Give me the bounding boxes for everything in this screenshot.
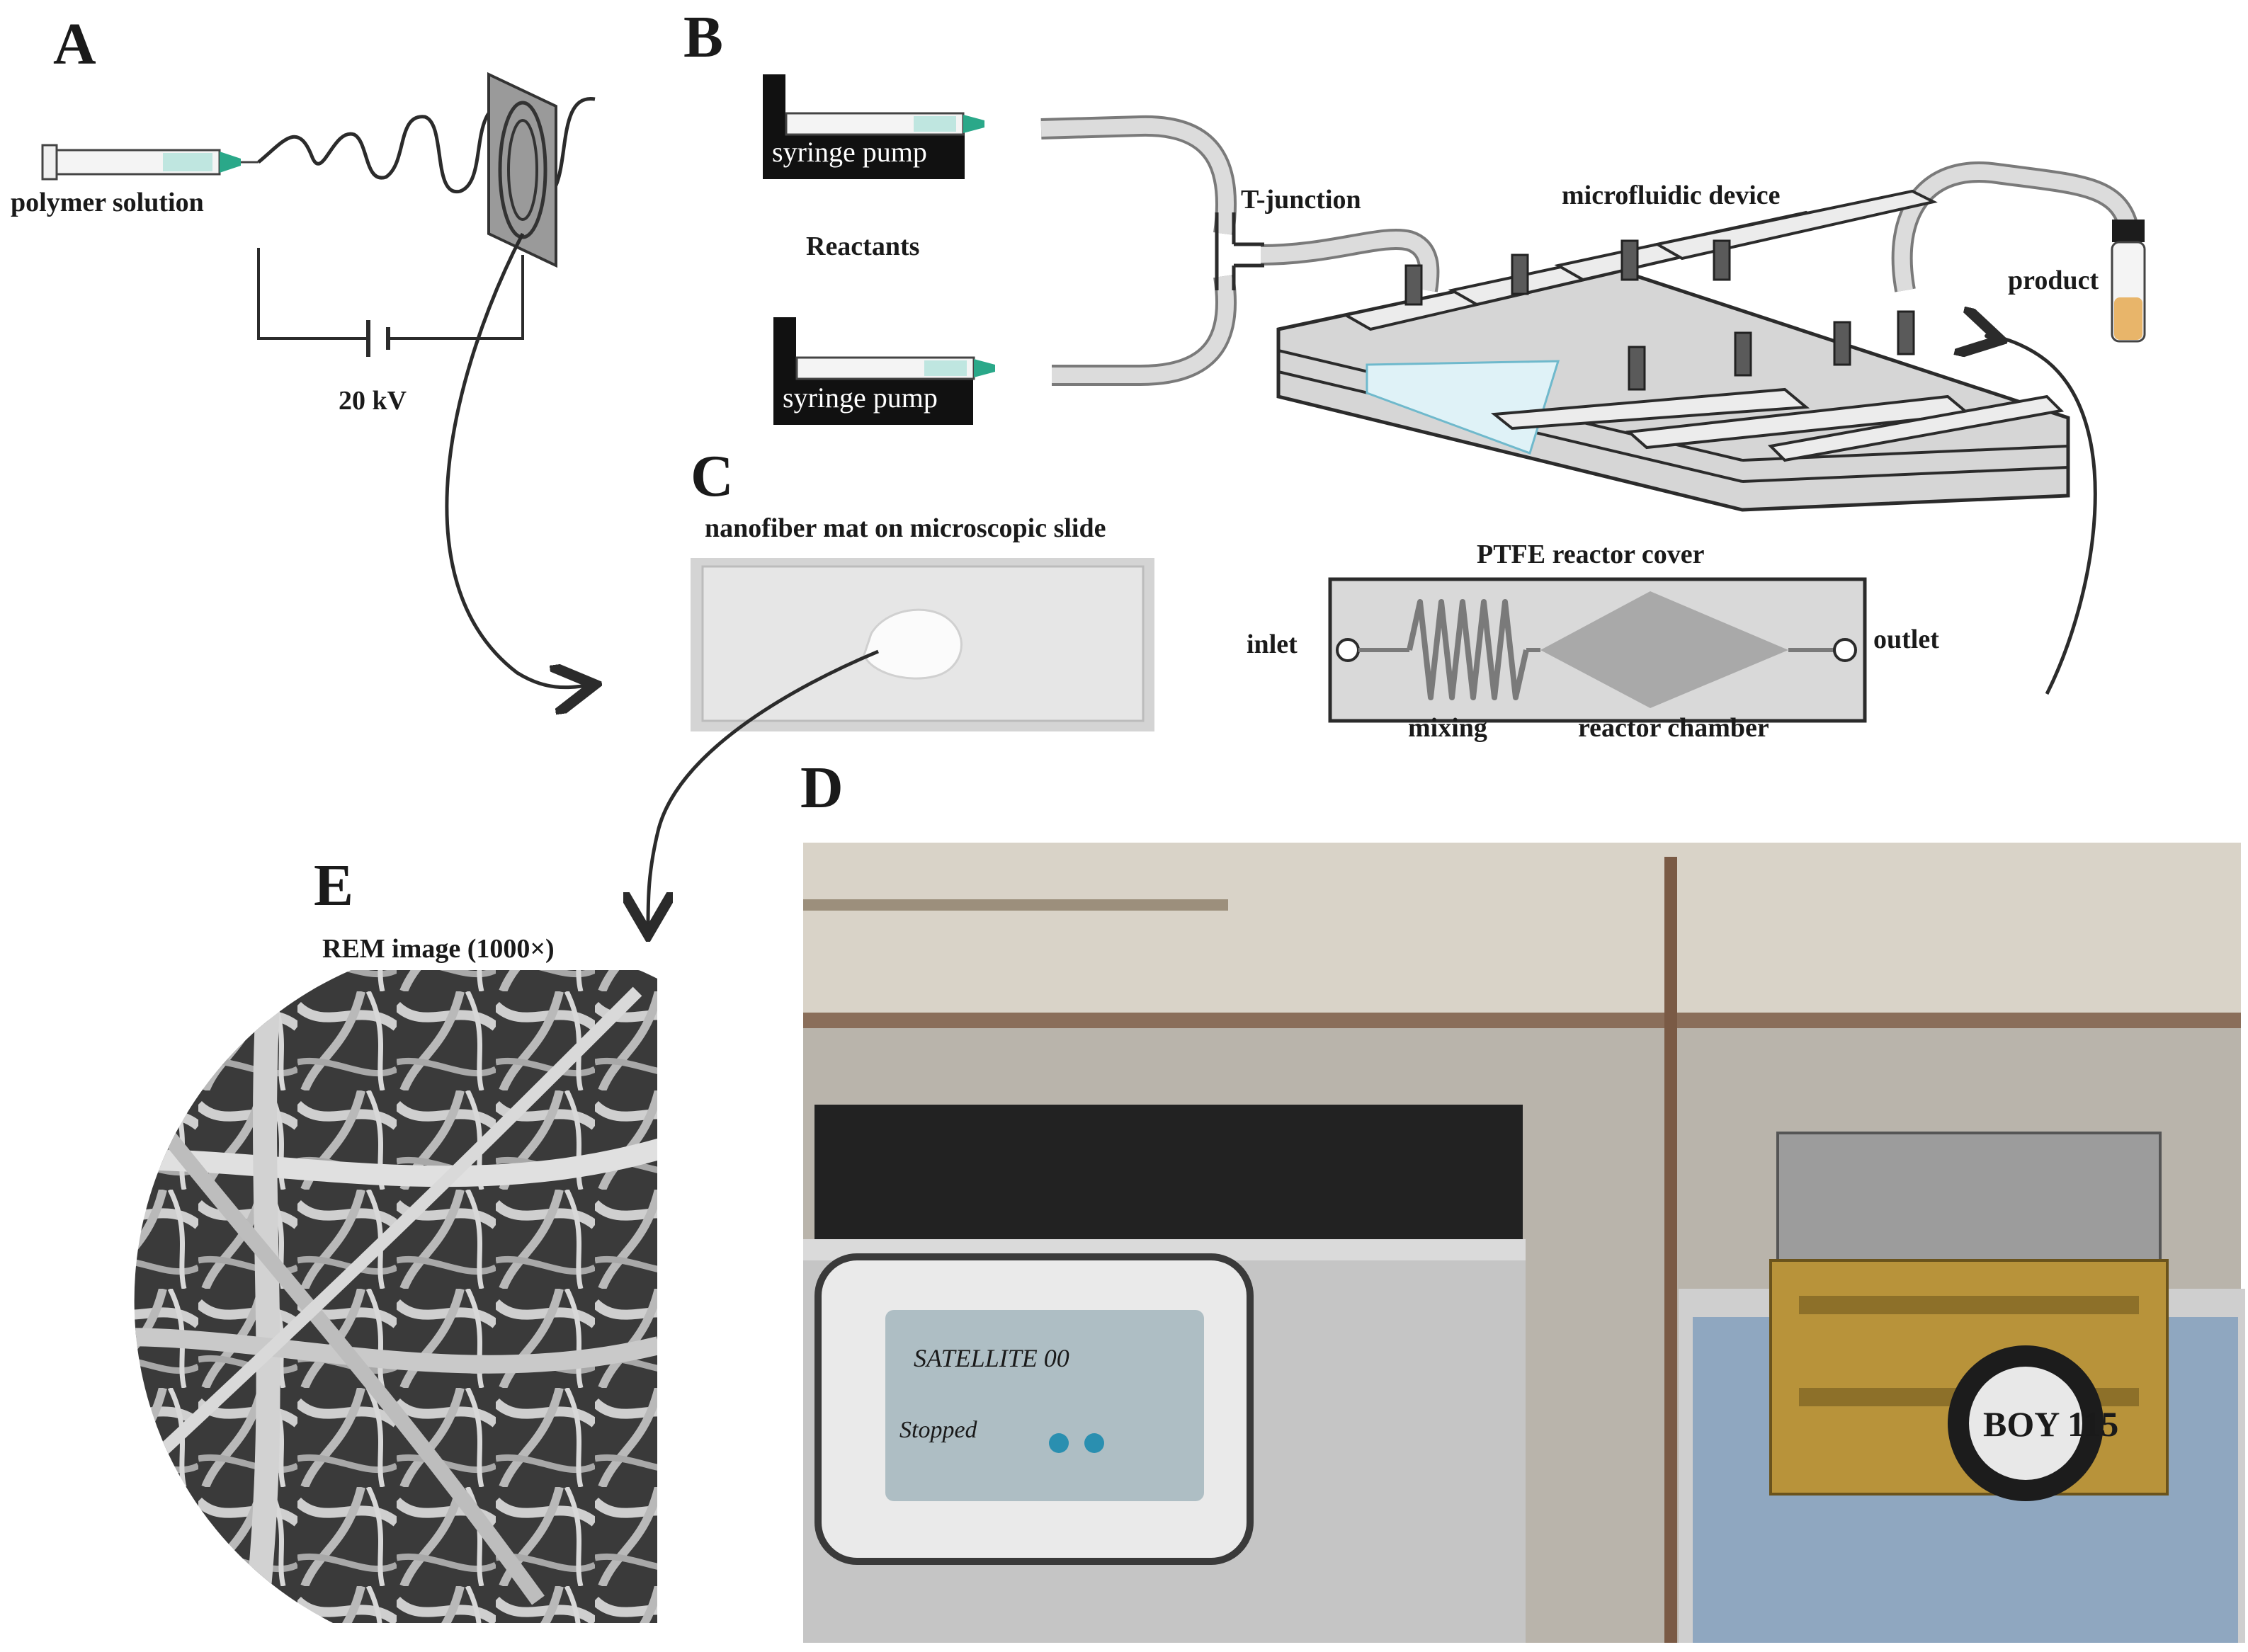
t-junction-label: T-junction: [1241, 185, 1361, 215]
arrow-to-product: [1987, 336, 2097, 695]
voltage-circuit: [257, 248, 524, 357]
panel-b: B syringe pump syringe pump Reactants: [683, 4, 2146, 743]
panel-d-letter: D: [800, 755, 844, 821]
sem-image: [134, 970, 658, 1623]
panel-a: A polymer solution 20 kV: [11, 11, 595, 688]
arrow-a-to-c: [445, 232, 588, 688]
inlet-label: inlet: [1247, 630, 1298, 659]
panel-e: E REM image (1000×): [134, 853, 658, 1623]
slide-label: nanofiber mat on microscopic slide: [705, 513, 1106, 543]
product-vial: [2111, 220, 2146, 343]
ptfe-cover-label: PTFE reactor cover: [1477, 540, 1705, 569]
arrow-c-to-e: [648, 649, 879, 928]
panel-d: D SATELLITE 00 Stopped BOY 115: [800, 755, 2245, 1643]
syringe-pump-top-label: syringe pump: [772, 136, 927, 168]
panel-a-letter: A: [53, 11, 96, 77]
reactor-schematic: [1328, 577, 1867, 723]
polymer-solution-label: polymer solution: [11, 188, 204, 217]
pump-screen-status: Stopped: [899, 1417, 978, 1443]
sem-image-label: REM image (1000×): [322, 934, 555, 964]
t-junction: [1215, 212, 1264, 290]
panel-c-letter: C: [691, 443, 734, 509]
panel-e-letter: E: [314, 853, 353, 918]
mixing-label: mixing: [1408, 713, 1487, 743]
product-label: product: [2008, 266, 2099, 295]
syringe-pump-top: syringe pump: [763, 74, 984, 179]
panel-b-letter: B: [683, 4, 723, 70]
syringe-pump-bottom: syringe pump: [773, 317, 995, 425]
pump-screen-title: SATELLITE 00: [914, 1344, 1069, 1372]
microfluidic-device: [1276, 189, 2070, 512]
lab-setup-photo: SATELLITE 00 Stopped BOY 115: [803, 843, 2245, 1643]
box-label: BOY 115: [1983, 1404, 2118, 1444]
microfluidic-device-label: microfluidic device: [1562, 181, 1781, 210]
reactants-label: Reactants: [806, 232, 919, 261]
outlet-label: outlet: [1873, 625, 1939, 654]
tubing: [1040, 115, 2139, 386]
panel-c: C nanofiber mat on microscopic slide: [648, 443, 1154, 928]
reactor-chamber-label: reactor chamber: [1578, 713, 1769, 743]
voltage-label: 20 kV: [339, 386, 407, 416]
syringe-a: [41, 144, 259, 181]
microscope-slide-photo: [691, 558, 1154, 731]
syringe-pump-bottom-label: syringe pump: [783, 382, 938, 414]
